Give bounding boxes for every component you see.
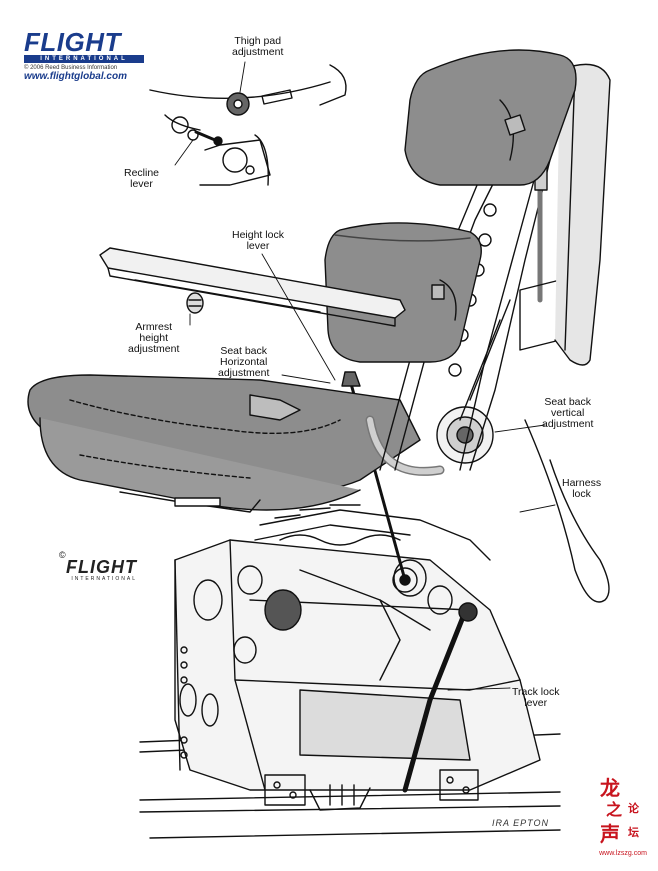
watermark-char-2: 之 [606, 800, 623, 819]
back-cushion [324, 222, 482, 363]
watermark-char-4: 论 [628, 802, 639, 815]
back-panel [554, 63, 611, 366]
mechanism [254, 371, 491, 793]
seat-cushion [27, 374, 421, 513]
artist-signature: IRA EPTON [492, 818, 550, 828]
copyright-line: © 2006 Reed Business Information [24, 65, 118, 71]
watermark-char-5: 坛 [628, 826, 639, 839]
flight-logo: FLIGHT INTERNATIONAL © 2006 Reed Busines… [24, 27, 144, 82]
label-height-lock-lever: Height lock lever [232, 229, 284, 252]
label-seat-back-vertical-adjustment: Seat back vertical adjustment [542, 396, 594, 430]
copyright-symbol: © [59, 550, 66, 560]
secondary-logo-wordmark: FLIGHT [66, 557, 137, 577]
label-track-lock-lever: Track lock lever [512, 686, 560, 709]
label-thigh-pad-adjustment: Thigh pad adjustment [232, 35, 284, 58]
label-harness-lock: Harness lock [562, 477, 602, 500]
label-recline-lever: Recline lever [124, 167, 160, 190]
watermark-url: www.lzszg.com [599, 850, 647, 857]
adjustment-knob [365, 406, 494, 476]
leader-lines [174, 61, 556, 691]
site-url: www.flightglobal.com [24, 71, 127, 82]
inset-detail [149, 64, 347, 186]
watermark-char-3: 声 [600, 822, 620, 846]
logo-wordmark: FLIGHT [24, 27, 121, 57]
logo-band: INTERNATIONAL [24, 55, 144, 63]
seat-base-frame [174, 539, 541, 811]
armrest [99, 247, 406, 327]
watermark-stamp: 龙 之 声 论 坛 www.lzszg.com [598, 770, 648, 862]
watermark-char-1: 龙 [600, 776, 620, 800]
label-seat-back-horizontal-adjustment: Seat back Horizontal adjustment [218, 345, 270, 379]
secondary-flight-logo: © FLIGHT INTERNATIONAL [59, 550, 137, 582]
headrest [404, 49, 577, 186]
label-armrest-height-adjustment: Armrest height adjustment [128, 321, 180, 355]
secondary-logo-band: INTERNATIONAL [71, 576, 137, 582]
